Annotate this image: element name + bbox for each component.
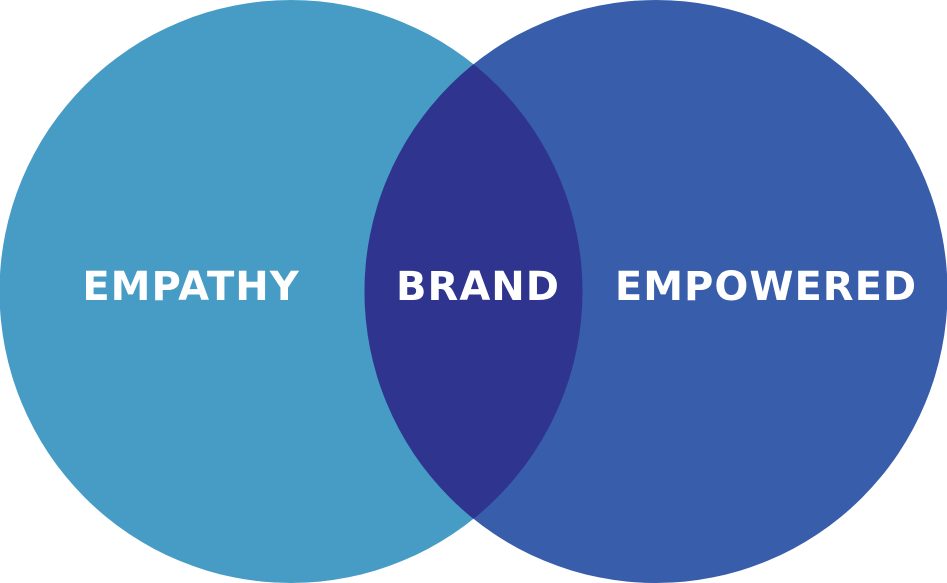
label-empathy: EMPATHY: [82, 264, 299, 310]
label-empowered: EMPOWERED: [615, 264, 917, 310]
venn-intersection-brand: [364, 0, 583, 583]
label-brand: BRAND: [396, 264, 560, 310]
